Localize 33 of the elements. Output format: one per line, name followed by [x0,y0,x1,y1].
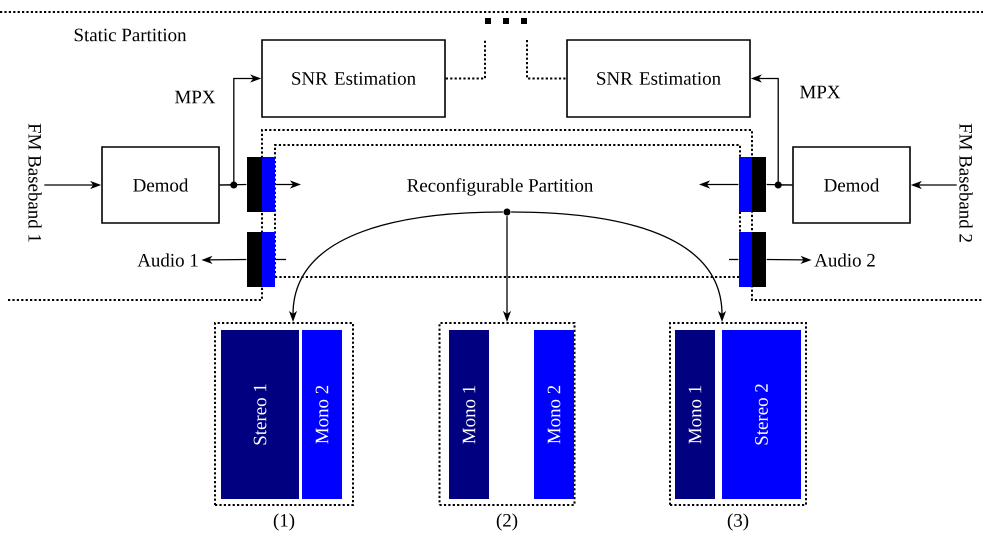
module-slot: Mono 1 [449,330,489,499]
module-slot: Stereo 2 [722,330,801,499]
signal-label: FM Baseband 1 [28,124,42,242]
connector-line [526,40,566,80]
process-box: Demod [792,146,911,224]
partition-label: Static Partition [74,28,186,42]
process-box: SNR Estimation [566,39,751,118]
module-slot: Mono 2 [302,330,342,499]
connector-line [276,258,286,260]
module-slot: Mono 2 [534,330,574,499]
connector-line [729,258,738,260]
port-block [739,157,766,212]
module-slot: Mono 1 [675,330,715,499]
port-block [247,157,275,212]
edge-label: MPX [800,86,840,98]
port-block [247,232,275,287]
signal-label: FM Baseband 2 [959,124,973,242]
process-box: SNR Estimation [261,39,446,118]
configuration-box [669,322,807,506]
edge-label: MPX [175,90,216,104]
signal-label: Audio 1 [137,253,198,267]
module-slot: Stereo 1 [221,330,299,499]
configuration-number: (2) [496,513,518,531]
partition-box: Reconfigurable Partition [274,144,741,278]
configuration-number: (1) [274,513,294,531]
junction-dot [504,208,510,216]
connector-line [446,40,486,80]
port-block [739,232,766,287]
configuration-box [438,322,576,506]
process-box: Demod [101,146,220,224]
configuration-box [214,322,354,506]
configuration-number: (3) [728,513,748,531]
signal-label: Audio 2 [814,253,875,267]
